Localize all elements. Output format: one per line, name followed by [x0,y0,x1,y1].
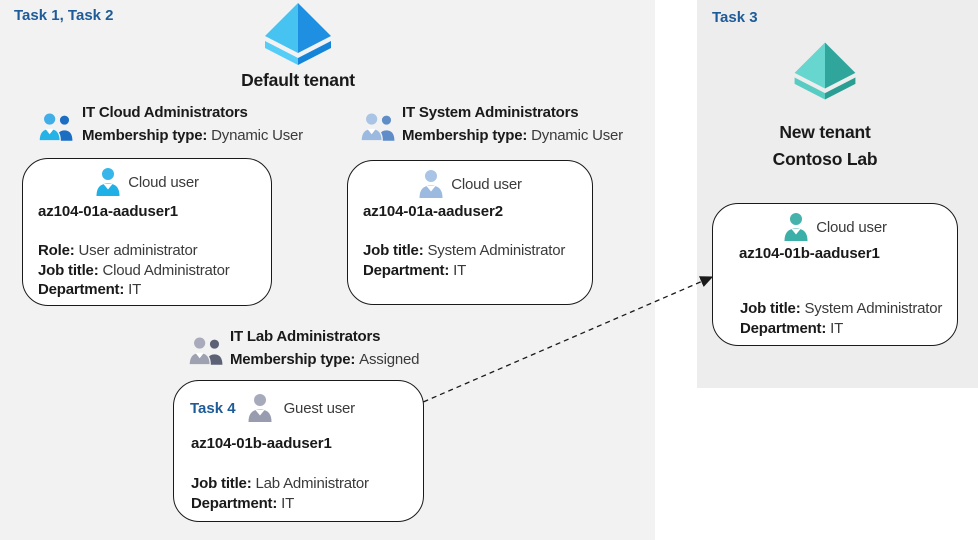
azure-ad-tenant-icon-blue [265,3,331,65]
membership-label: Membership type: [82,127,208,144]
membership-label: Membership type: [230,351,356,368]
group-title-cloud-admins: IT Cloud Administrators [82,104,248,121]
new-tenant-user-card: Cloud user az104-01b-aaduser1 Job title:… [712,203,958,346]
card-header: Cloud user [23,167,271,197]
new-tenant-title-line1: New tenant [779,122,871,142]
field-value: System Administrator [804,300,943,317]
user-fields: Role:User administrator Job title:Cloud … [38,241,230,300]
user-name: az104-01a-aaduser2 [363,203,503,220]
card-header: Cloud user [713,212,957,242]
membership-label: Membership type: [402,127,528,144]
cloud-user-icon [784,213,808,241]
group-membership-lab-admins: Membership type:Assigned [230,351,419,368]
field-label: Job title: [38,261,99,279]
default-tenant-title: Default tenant [241,70,355,90]
field-value: IT [128,281,142,298]
cloud-user-icon [96,168,120,196]
user-name: az104-01a-aaduser1 [38,203,178,220]
field-role: Role:User administrator [38,241,230,261]
user-fields: Job title:System Administrator Departmen… [740,299,942,338]
task-3-label: Task 3 [712,9,758,26]
guest-user-icon [248,394,272,422]
field-value: IT [830,319,844,337]
field-label: Job title: [740,300,801,317]
user-type-label: Cloud user [816,218,887,236]
group-membership-cloud-admins: Membership type:Dynamic User [82,127,303,144]
group-icon-cloud-admins [38,112,73,142]
group-icon-lab-admins [188,336,223,366]
field-label: Department: [740,319,827,337]
field-label: Department: [191,494,278,512]
field-value: User administrator [78,242,198,259]
group-membership-system-admins: Membership type:Dynamic User [402,127,623,144]
group-title-system-admins: IT System Administrators [402,104,579,121]
new-tenant-title-line2: Contoso Lab [772,149,878,169]
field-value: IT [281,494,295,512]
field-job-title: Job title:System Administrator [363,241,565,261]
user-type-label: Cloud user [128,173,199,191]
field-department: Department:IT [363,261,565,281]
field-value: Cloud Administrator [102,261,230,279]
user-name: az104-01b-aaduser1 [739,245,880,262]
membership-value: Dynamic User [211,127,303,144]
card-header: Cloud user [348,169,592,199]
membership-value: Assigned [359,351,420,368]
user-card-aaduser1: Cloud user az104-01a-aaduser1 Role:User … [22,158,272,306]
user-card-aaduser2: Cloud user az104-01a-aaduser2 Job title:… [347,160,593,305]
field-label: Job title: [191,475,252,492]
user-fields: Job title:System Administrator Departmen… [363,241,565,280]
field-label: Department: [38,281,125,298]
card-header: Task 4 Guest user [190,393,355,423]
field-department: Department:IT [740,319,942,339]
field-job-title: Job title:Lab Administrator [191,474,369,494]
field-department: Department:IT [38,280,230,300]
azure-ad-tenant-icon-teal [794,42,856,100]
field-value: System Administrator [427,242,566,259]
task-4-label: Task 4 [190,399,236,417]
guest-user-card: Task 4 Guest user az104-01b-aaduser1 Job… [173,380,424,522]
field-department: Department:IT [191,494,369,514]
field-value: Lab Administrator [255,475,370,492]
user-fields: Job title:Lab Administrator Department:I… [191,474,369,513]
user-type-label: Cloud user [451,175,522,193]
field-job-title: Job title:System Administrator [740,299,942,319]
field-value: IT [453,261,467,279]
field-label: Job title: [363,242,424,259]
user-type-label: Guest user [283,399,356,417]
field-job-title: Job title:Cloud Administrator [38,261,230,281]
field-label: Department: [363,261,450,279]
group-icon-system-admins [360,112,395,142]
field-label: Role: [38,242,75,259]
group-title-lab-admins: IT Lab Administrators [230,328,381,345]
cloud-user-icon [419,170,443,198]
membership-value: Dynamic User [531,127,623,144]
user-name: az104-01b-aaduser1 [191,435,332,452]
task-1-2-label: Task 1, Task 2 [14,7,114,24]
